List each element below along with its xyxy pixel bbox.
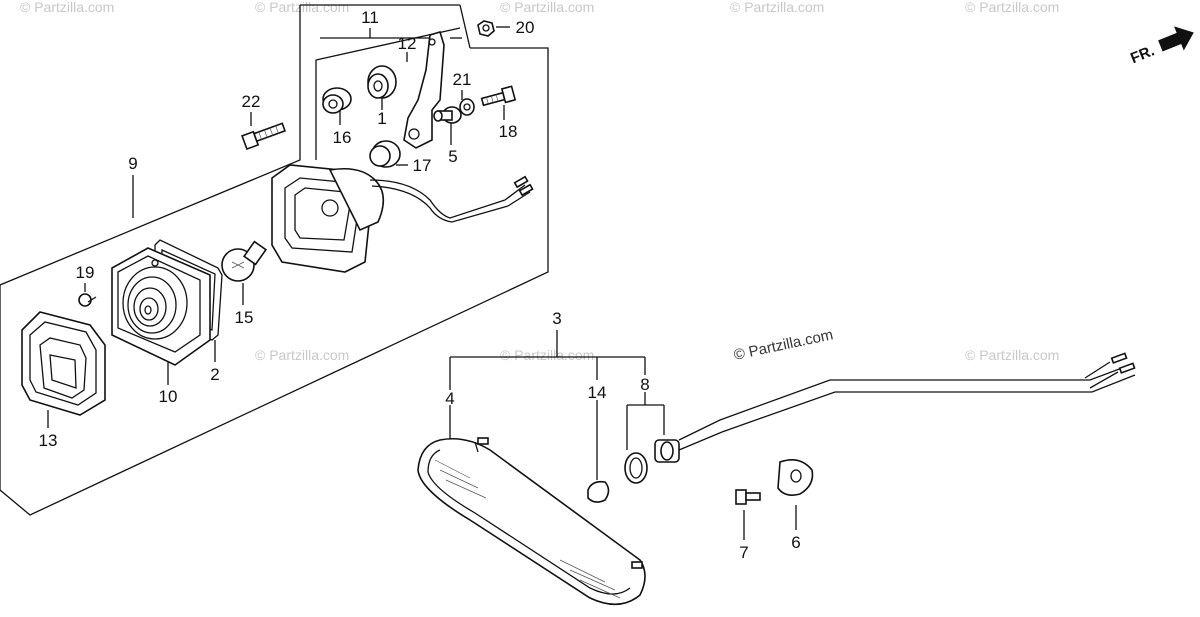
part-20-nut	[477, 20, 495, 37]
watermark: © Partzilla.com	[255, 0, 349, 15]
watermark: © Partzilla.com	[730, 0, 824, 15]
callout-13: 13	[39, 431, 58, 450]
callout-9: 9	[128, 154, 137, 173]
part-21-washer	[459, 98, 475, 116]
callout-10: 10	[159, 387, 178, 406]
callout-3: 3	[552, 309, 561, 328]
part-19-screw	[78, 293, 97, 307]
callout-1: 1	[377, 109, 386, 128]
callout-19: 19	[76, 263, 95, 282]
front-arrow-icon: FR.	[1128, 26, 1194, 67]
callout-8: 8	[640, 375, 649, 394]
callout-11: 11	[361, 8, 379, 27]
watermark: © Partzilla.com	[255, 347, 349, 363]
callout-22: 22	[242, 92, 261, 111]
callout-12: 12	[398, 34, 417, 53]
callout-4: 4	[445, 389, 454, 408]
callout-7: 7	[739, 543, 748, 562]
callout-20: 20	[516, 18, 535, 37]
part-5-collar	[433, 106, 462, 124]
watermark: © Partzilla.com	[500, 0, 594, 15]
part-14-gasket	[587, 480, 610, 503]
watermark: © Partzilla.com	[20, 0, 114, 15]
part-16-collar	[322, 87, 352, 114]
part-4-signal-lens	[417, 437, 646, 606]
part-1-grommet	[367, 65, 397, 99]
callout-18: 18	[499, 122, 518, 141]
part-15-bulb	[221, 240, 268, 282]
part-12-bracket	[403, 31, 445, 149]
callout-5: 5	[448, 147, 457, 166]
part-18-bolt	[480, 85, 517, 107]
part-6-collar	[777, 459, 814, 496]
part-7-bolt	[735, 489, 761, 505]
part-8-socket	[624, 352, 1136, 484]
part-17-grommet	[369, 140, 401, 168]
watermark: © Partzilla.com	[965, 0, 1059, 15]
callout-17: 17	[413, 156, 432, 175]
callout-2: 2	[210, 365, 219, 384]
watermark: © Partzilla.com	[500, 347, 594, 363]
front-label: FR.	[1128, 42, 1157, 67]
part-13-rim	[21, 311, 106, 416]
callout-16: 16	[333, 128, 352, 147]
callouts: 11 12 20 21 22 1 16 18 5 17 9 19 15 2 10…	[39, 8, 801, 562]
part-11-housing	[271, 164, 534, 273]
callout-6: 6	[791, 533, 800, 552]
callout-15: 15	[235, 308, 254, 327]
part-10-lens	[111, 247, 211, 366]
assembly-9-outline	[0, 4, 549, 516]
leader-lines	[47, 26, 797, 540]
part-22-bolt	[241, 122, 287, 151]
watermark: © Partzilla.com	[965, 347, 1059, 363]
callout-21: 21	[453, 70, 472, 89]
watermark-main: © Partzilla.com	[732, 326, 834, 364]
callout-14: 14	[588, 383, 607, 402]
